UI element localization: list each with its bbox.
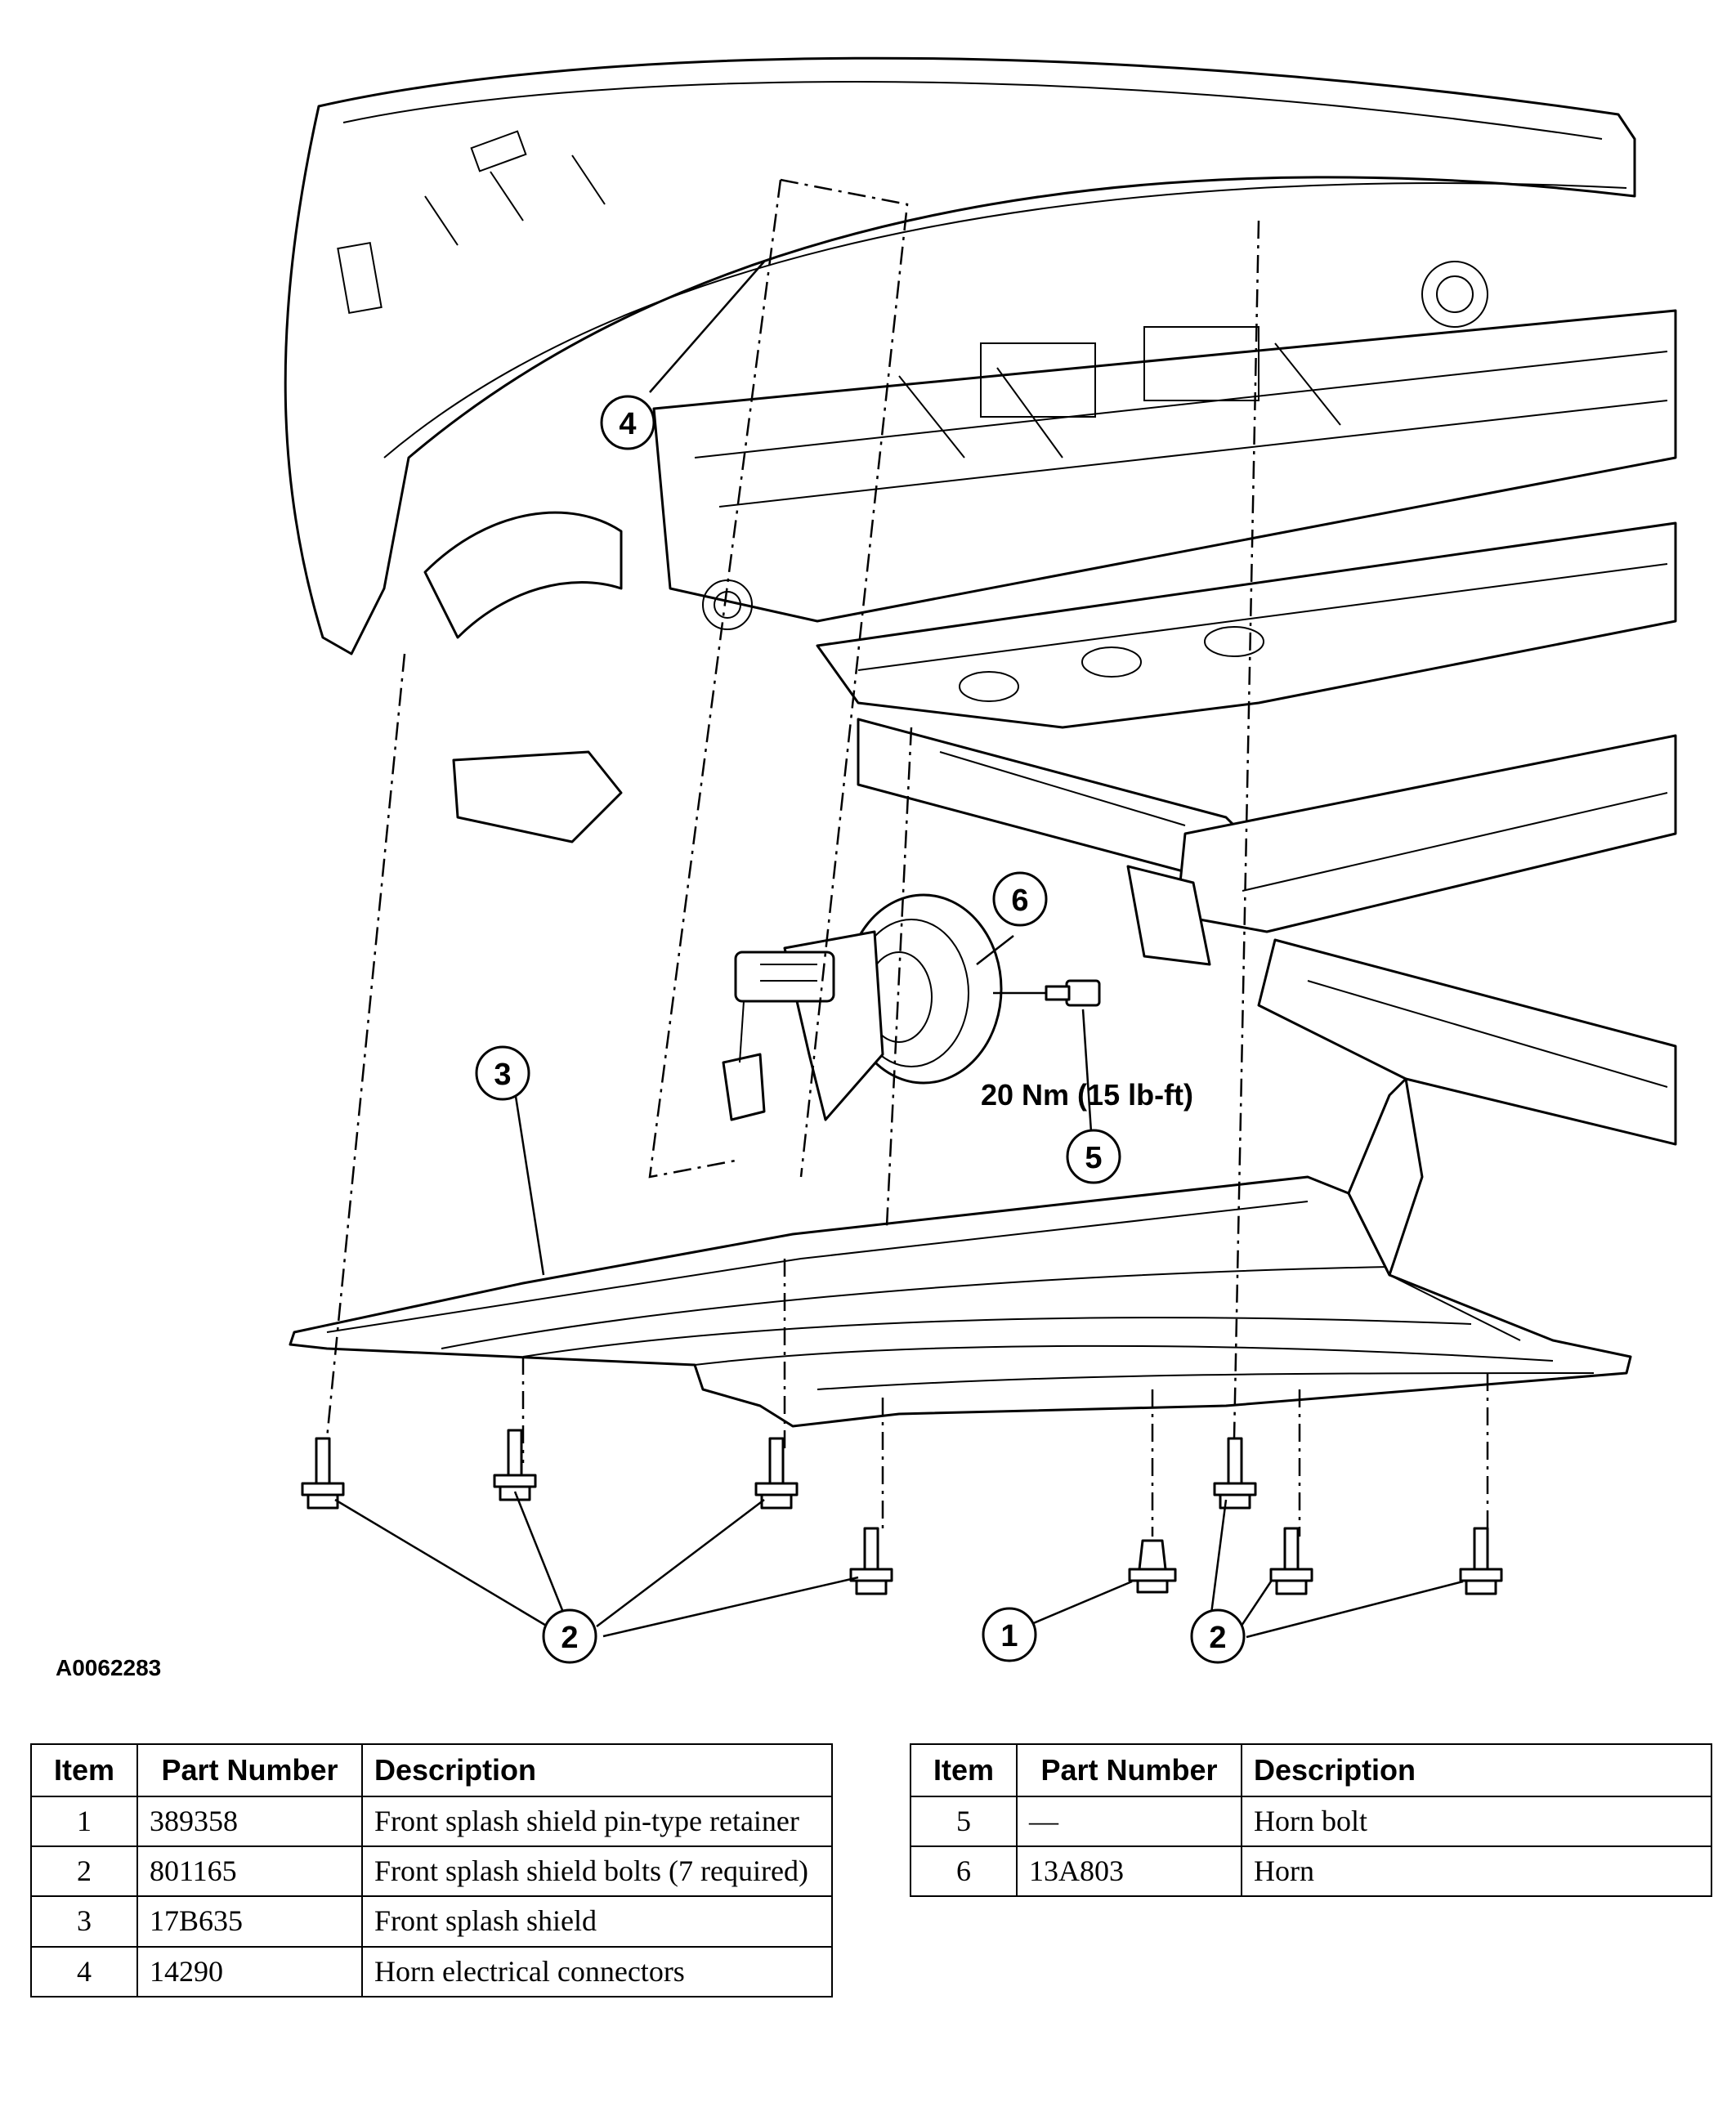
svg-text:1: 1 xyxy=(1000,1619,1018,1653)
leader-lines xyxy=(334,261,1464,1639)
cell-description: Front splash shield bolts (7 required) xyxy=(361,1845,833,1898)
splash-shield-fasteners xyxy=(301,1429,1503,1595)
bumper-fascia xyxy=(284,56,1636,843)
cell-item: 3 xyxy=(30,1895,138,1948)
table-row: 4 14290 Horn electrical connectors xyxy=(30,1945,833,1998)
table-row: 6 13A803 Horn xyxy=(910,1845,1712,1898)
radiator-support-frame xyxy=(652,261,1677,1146)
callout-4: 4 xyxy=(600,395,655,450)
bolt xyxy=(301,1437,345,1510)
cell-part-number: 389358 xyxy=(136,1795,363,1848)
cell-description: Front splash shield xyxy=(361,1895,833,1948)
cell-item: 1 xyxy=(30,1795,138,1848)
table-row: 3 17B635 Front splash shield xyxy=(30,1895,833,1948)
header-part-number: Part Number xyxy=(1016,1743,1242,1797)
alignment-lines xyxy=(325,178,1489,1537)
callout-3: 3 xyxy=(475,1045,530,1101)
svg-text:4: 4 xyxy=(619,407,636,441)
bolt xyxy=(1459,1527,1503,1595)
bolt xyxy=(493,1429,537,1501)
bolt xyxy=(1269,1527,1313,1595)
bolt xyxy=(754,1437,799,1510)
bolt xyxy=(1213,1437,1257,1510)
table-row: 1 389358 Front splash shield pin-type re… xyxy=(30,1795,833,1848)
callout-6: 6 xyxy=(992,871,1048,927)
parts-table-right: Item Part Number Description 5 — Horn bo… xyxy=(910,1743,1712,1898)
callout-2-left: 2 xyxy=(542,1608,597,1664)
svg-text:3: 3 xyxy=(494,1058,511,1092)
table-row: 2 801165 Front splash shield bolts (7 re… xyxy=(30,1845,833,1898)
cell-item: 4 xyxy=(30,1945,138,1998)
cell-part-number: 17B635 xyxy=(136,1895,363,1948)
svg-text:6: 6 xyxy=(1011,884,1028,918)
svg-text:2: 2 xyxy=(1209,1621,1226,1655)
cell-description: Horn bolt xyxy=(1241,1795,1712,1848)
figure-id: A0062283 xyxy=(56,1655,162,1680)
cell-item: 2 xyxy=(30,1845,138,1898)
header-item: Item xyxy=(910,1743,1018,1797)
parts-table-left: Item Part Number Description 1 389358 Fr… xyxy=(30,1743,833,1998)
svg-text:2: 2 xyxy=(561,1621,578,1655)
table-header-row: Item Part Number Description xyxy=(30,1743,833,1797)
header-part-number: Part Number xyxy=(136,1743,363,1797)
header-description: Description xyxy=(1241,1743,1712,1797)
cell-description: Horn electrical connectors xyxy=(361,1945,833,1998)
cell-item: 6 xyxy=(910,1845,1018,1898)
table-row: 5 — Horn bolt xyxy=(910,1795,1712,1848)
table-header-row: Item Part Number Description xyxy=(910,1743,1712,1797)
cell-part-number: 13A803 xyxy=(1016,1845,1242,1898)
cell-description: Front splash shield pin-type retainer xyxy=(361,1795,833,1848)
horn xyxy=(722,893,1003,1121)
callout-5: 5 xyxy=(1066,1129,1121,1184)
cell-item: 5 xyxy=(910,1795,1018,1848)
callout-1: 1 xyxy=(982,1607,1037,1662)
header-item: Item xyxy=(30,1743,138,1797)
cell-part-number: 801165 xyxy=(136,1845,363,1898)
cell-part-number: — xyxy=(1016,1795,1242,1848)
svg-text:5: 5 xyxy=(1085,1141,1102,1175)
cell-part-number: 14290 xyxy=(136,1945,363,1998)
front-splash-shield xyxy=(289,1077,1632,1428)
callout-2-right: 2 xyxy=(1190,1608,1246,1664)
exploded-view-diagram: 1 2 3 4 5 6 2 20 Nm (15 lb-ft) xyxy=(284,56,1677,1664)
pin-type-retainer xyxy=(1128,1539,1177,1594)
bolt xyxy=(849,1527,893,1595)
horn-bolt xyxy=(993,979,1101,1007)
header-description: Description xyxy=(361,1743,833,1797)
torque-spec: 20 Nm (15 lb-ft) xyxy=(981,1078,1193,1112)
cell-description: Horn xyxy=(1241,1845,1712,1898)
